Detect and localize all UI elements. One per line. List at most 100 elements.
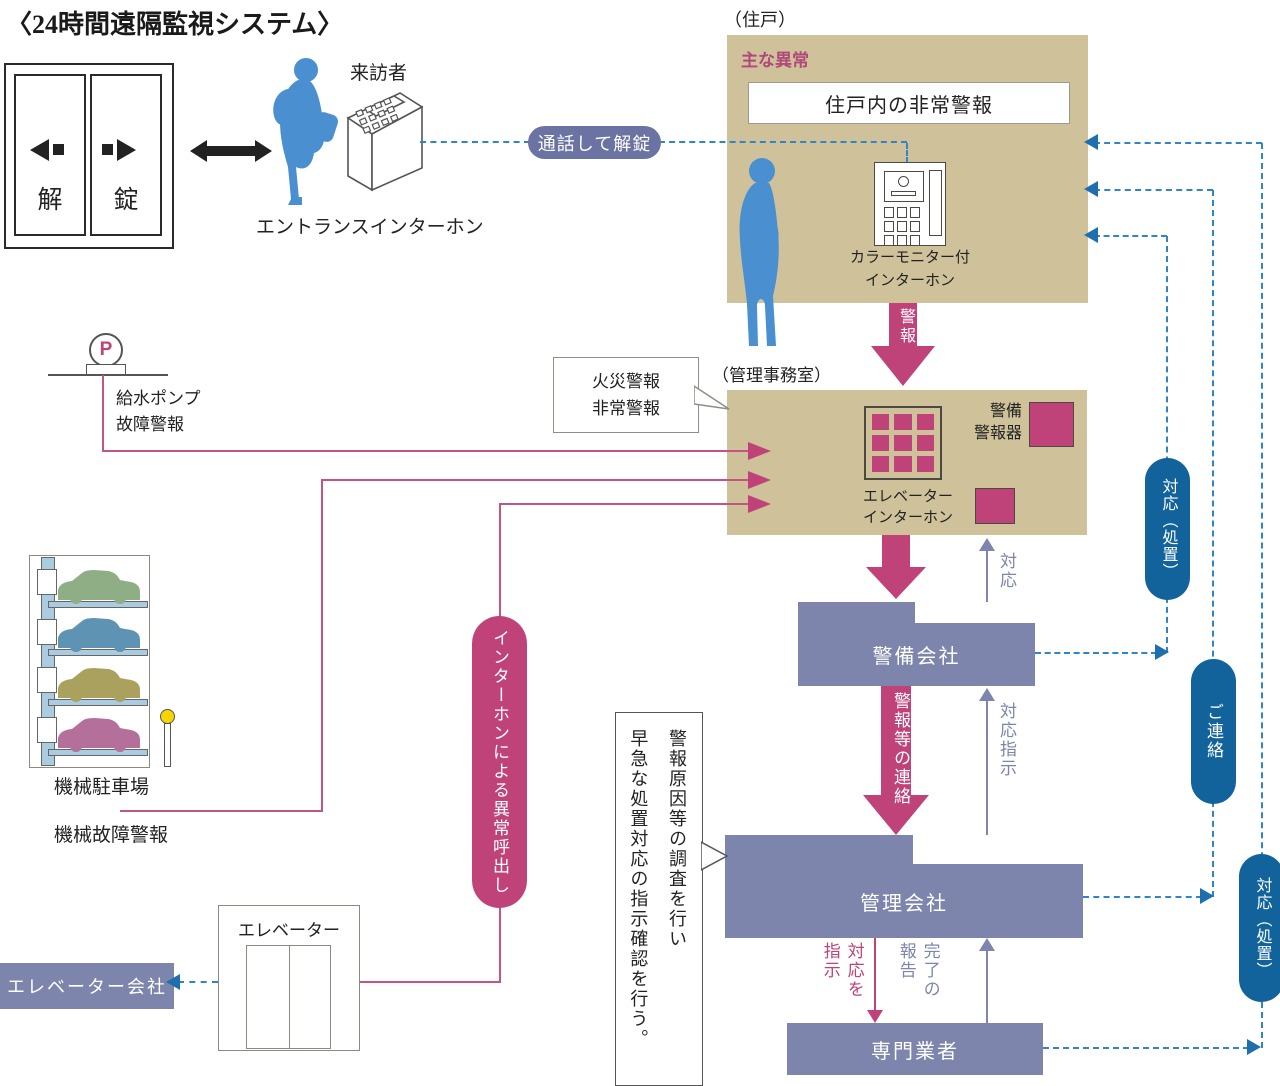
feedback-arrowhead xyxy=(1084,227,1098,243)
instruct-response-label: 対応を 指示 xyxy=(820,942,864,999)
feedback-line-specialist xyxy=(1094,142,1262,144)
intercom-call-capsule-label: インターホンによる異常呼出し xyxy=(490,629,509,895)
elevator-door-split xyxy=(288,946,290,1048)
alarm-panel-icon xyxy=(864,406,942,480)
pump-label: 給水ポンプ 故障警報 xyxy=(116,389,201,434)
feedback-line-specialist xyxy=(1261,143,1263,1048)
elevator-company-arrowhead xyxy=(166,974,180,990)
entrance-door-left-panel xyxy=(14,74,86,236)
double-arrow-icon xyxy=(205,146,257,156)
intercom-handset xyxy=(929,170,942,236)
parking-bracket xyxy=(37,619,57,645)
visitor-silhouette-icon xyxy=(273,58,338,205)
parking-platform xyxy=(48,749,148,756)
response-arrowhead xyxy=(979,538,995,551)
parking-alarm-line xyxy=(321,479,748,481)
talk-unlock-line xyxy=(906,143,908,163)
response-instruction-line xyxy=(986,698,988,835)
double-arrow-icon xyxy=(255,140,272,162)
unlock-arrow-icon xyxy=(30,139,49,161)
feedback-line-security xyxy=(1094,235,1167,237)
completion-report-arrowhead xyxy=(979,938,995,951)
car-icon xyxy=(58,718,140,752)
parking-rail xyxy=(41,557,55,766)
response-capsule-1: 対応（処置） xyxy=(1145,458,1190,600)
office-section-label: （管理事務室） xyxy=(712,366,831,385)
alarm-arrow xyxy=(889,303,917,346)
alarm-contact-arrow xyxy=(863,795,929,835)
parking-platform xyxy=(48,699,148,706)
response-instruction-arrowhead xyxy=(979,688,995,701)
feedback-line-security xyxy=(1035,652,1157,654)
response-label: 対応 xyxy=(997,552,1016,590)
investigation-note: 警報原因等の調査を行い 早急な処置対応の指示確認を行う。 xyxy=(615,712,703,1086)
intercom-keypad xyxy=(884,207,920,246)
visitor-label: 来訪者 xyxy=(350,63,408,84)
feedback-arrowhead xyxy=(1200,888,1214,904)
feedback-line-management xyxy=(1094,189,1213,191)
parking-bracket xyxy=(37,717,57,743)
parking-alarm-line xyxy=(120,810,323,812)
elevator-doors xyxy=(246,945,331,1049)
elevator-label: エレベーター xyxy=(238,921,340,940)
security-alarm-label: 警備 警報器 xyxy=(973,403,1022,443)
investigation-note-text: 警報原因等の調査を行い 早急な処置対応の指示確認を行う。 xyxy=(628,729,687,1049)
alarm-contact-arrow xyxy=(881,686,911,796)
talk-unlock-capsule: 通話して解錠 xyxy=(528,126,661,159)
double-arrow-icon xyxy=(190,140,207,162)
elevator-intercom-label: エレベーター インターホン xyxy=(862,488,953,526)
response-line xyxy=(986,548,988,602)
monitor-dot xyxy=(898,176,909,187)
residence-section-label: （住戸） xyxy=(724,10,796,30)
contact-capsule: ご連絡 xyxy=(1191,659,1236,804)
response-capsule-1-label: 対応（処置） xyxy=(1159,478,1177,580)
feedback-arrowhead xyxy=(1084,181,1098,197)
main-abnormal-label: 主な異常 xyxy=(741,51,809,70)
instruct-response-line xyxy=(874,938,876,1012)
pump-alarm-line xyxy=(102,375,104,452)
security-alarm-device xyxy=(1029,402,1074,447)
elevator-icon: エレベーター xyxy=(218,905,360,1051)
specialist-box: 専門業者 xyxy=(787,1023,1043,1075)
signal-lamp-icon xyxy=(160,709,175,724)
feedback-line-management xyxy=(1083,896,1202,898)
response-capsule-2: 対応（処置） xyxy=(1239,854,1280,1002)
alarm-arrow xyxy=(871,346,935,386)
fire-alarm-note: 火災警報 非常警報 xyxy=(553,357,699,433)
fire-alarm-note-tail xyxy=(694,385,730,410)
feedback-arrowhead xyxy=(1155,644,1169,660)
residence-alarm-box: 住戸内の非常警報 xyxy=(748,82,1070,124)
parking-alarm-arrowhead xyxy=(748,471,771,489)
pump-alarm-arrowhead xyxy=(748,442,771,460)
alarm-arrow-label: 警報 xyxy=(897,308,914,346)
office-to-security-arrow xyxy=(866,567,926,599)
security-company-box: 警備会社 xyxy=(798,623,1035,686)
lock-label: 錠 xyxy=(113,186,139,214)
parking-platform xyxy=(48,649,148,656)
security-company-box xyxy=(798,602,915,624)
management-company-box xyxy=(725,835,913,864)
signal-lamp-pole xyxy=(164,723,171,767)
unlock-label: 解 xyxy=(37,186,63,214)
entrance-intercom-icon xyxy=(346,92,424,192)
lock-arrow-icon xyxy=(117,139,136,161)
management-company-box: 管理会社 xyxy=(725,864,1083,938)
feedback-line-specialist xyxy=(1043,1047,1249,1049)
parking-platform xyxy=(48,601,148,608)
elevator-call-line xyxy=(499,503,748,505)
response-capsule-2-label: 対応（処置） xyxy=(1253,877,1271,979)
parking-label: 機械駐車場 xyxy=(54,777,150,798)
parking-bracket xyxy=(37,667,57,693)
talk-unlock-line xyxy=(659,141,907,143)
alarm-contact-label: 警報等の連絡 xyxy=(891,692,910,806)
entrance-intercom-label: エントランスインターホン xyxy=(256,217,484,238)
parking-alarm-line xyxy=(321,479,323,812)
elevator-company-line xyxy=(178,981,218,983)
feedback-line-management xyxy=(1212,190,1214,897)
investigation-note-tail xyxy=(701,841,729,871)
parking-bracket xyxy=(37,569,57,595)
pump-icon: P xyxy=(89,333,123,367)
office-to-security-arrow xyxy=(882,535,910,568)
elevator-call-line xyxy=(359,981,501,983)
